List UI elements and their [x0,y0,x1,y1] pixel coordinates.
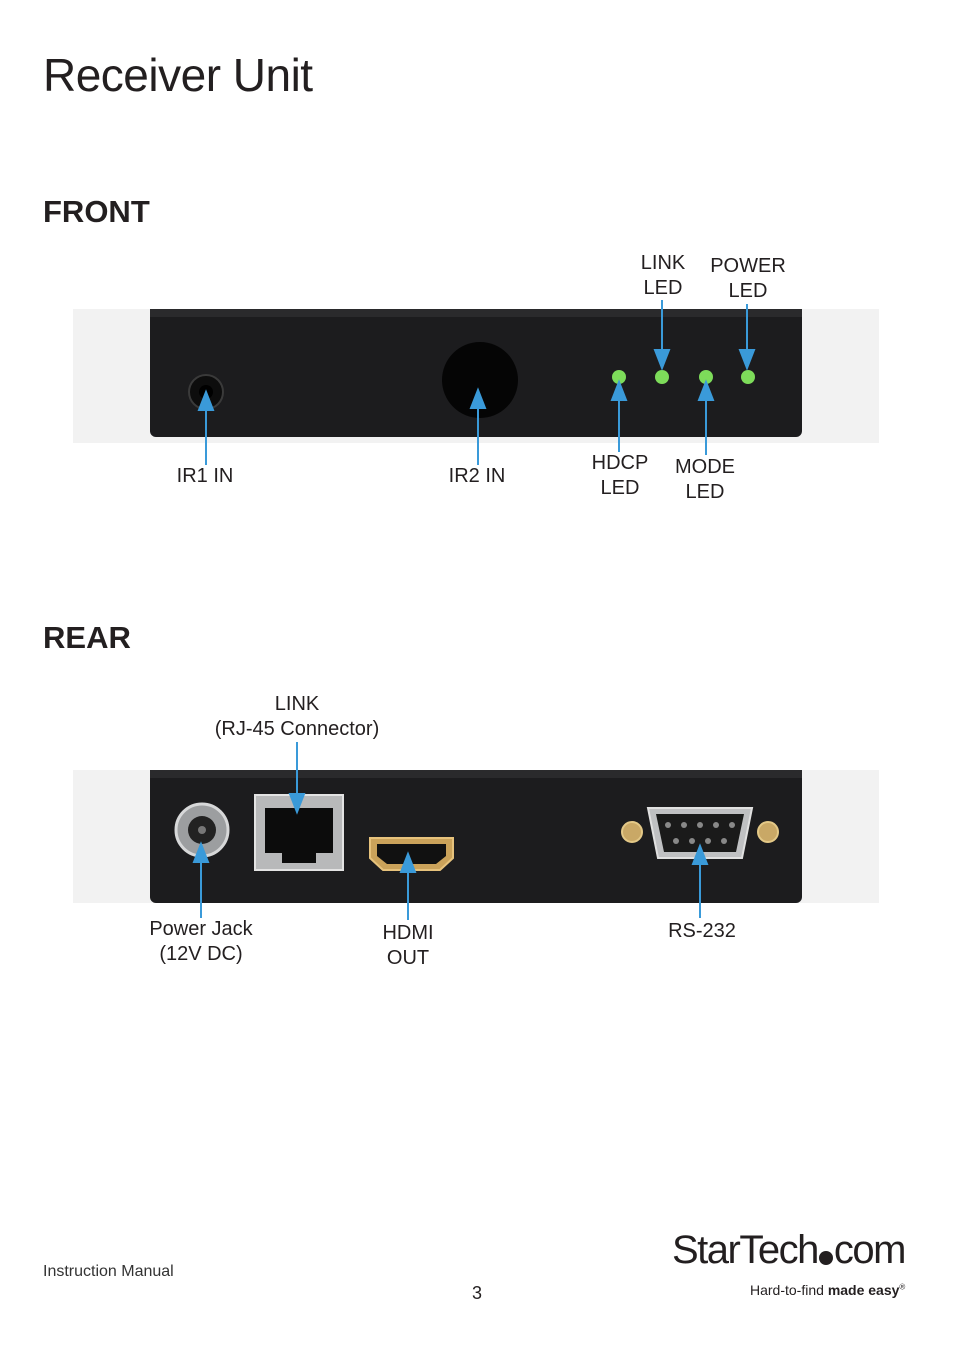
mode-led [699,370,713,384]
page-number: 3 [471,1283,483,1303]
hdcp-arrow [610,379,628,401]
rj45-arrow [288,793,306,815]
power-arrow [738,349,756,371]
link-led [655,370,669,384]
link-rj45-label: LINK(RJ-45 Connector) [214,693,380,740]
power-led [741,370,755,384]
link-arrow [653,349,671,371]
ir2-in-label: IR2 IN [448,465,506,487]
front-panel-photo [73,300,879,465]
hdmi-arrow [399,851,417,873]
power-jack-label: Power Jack(12V DC) [149,918,253,965]
logo-dot-icon [818,1251,833,1265]
page-title: Receiver Unit [43,49,313,101]
rear-heading: REAR [43,620,131,655]
rs232-arrow [691,843,709,865]
rs232-label: RS-232 [668,920,736,942]
footer-manual-label: Instruction Manual [43,1263,174,1280]
front-heading: FRONT [43,194,150,229]
power-jack-arrow [192,841,210,863]
hdcp-led [612,370,626,384]
ir1-in-label: IR1 IN [176,465,234,487]
mode-arrow [697,379,715,401]
rear-panel-photo [73,742,879,920]
ir1-arrow [197,389,215,411]
logo-tagline: Hard-to-find made easy® [750,1282,906,1298]
ir2-arrow [469,387,487,409]
ir2-window [442,342,518,418]
